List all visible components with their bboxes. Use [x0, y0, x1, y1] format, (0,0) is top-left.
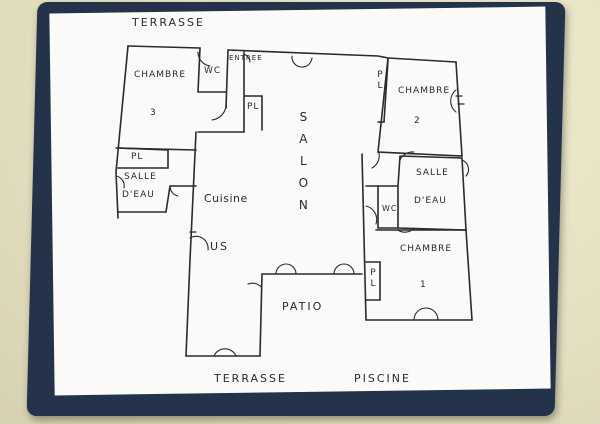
door-arc	[413, 307, 439, 321]
label-chambre2: CHAMBRE	[398, 86, 451, 96]
window-mark	[189, 95, 465, 233]
label-wc-left: WC	[204, 66, 222, 76]
door-arc	[275, 263, 297, 275]
wall-pl-chambre1	[365, 261, 381, 301]
door-arc	[211, 105, 227, 121]
label-cuisine: Cuisine	[204, 192, 248, 205]
door-arc	[247, 282, 263, 289]
door-arc	[169, 185, 179, 197]
wall-wc	[197, 47, 229, 109]
label-salon-text: SALON	[296, 110, 311, 220]
door-arc	[189, 235, 209, 251]
door-arc	[243, 53, 251, 63]
label-pl-entree: PL	[247, 102, 260, 112]
label-us: US	[210, 240, 230, 253]
door-arc	[399, 151, 415, 161]
label-pl-chambre1: PL	[368, 268, 378, 290]
wall-entree	[197, 51, 263, 133]
label-salle-left-2: D'EAU	[122, 190, 155, 200]
wall-salle-left	[117, 185, 197, 213]
door-arc	[197, 51, 211, 67]
door-arc	[397, 227, 415, 233]
door-arc	[291, 55, 313, 68]
label-salle-right-1: SALLE	[416, 168, 449, 178]
label-salon: SALON	[296, 110, 310, 220]
label-wc-right: WC	[382, 204, 398, 213]
label-piscine: PISCINE	[354, 372, 411, 385]
wall-pl-right	[377, 59, 389, 123]
wall-wc-right	[377, 185, 399, 229]
label-salle-right-2: D'EAU	[414, 196, 447, 206]
wall-top	[127, 45, 457, 63]
label-pl-left: PL	[131, 152, 144, 162]
wall-chambre1	[361, 153, 473, 321]
label-chambre2-num: 2	[414, 116, 421, 126]
wall-chambre2	[377, 57, 463, 157]
door-arc	[371, 149, 380, 169]
label-salle-left-1: SALLE	[124, 172, 157, 182]
door-arc	[333, 263, 355, 275]
label-entree: ENTREE	[229, 54, 263, 62]
door-arc	[450, 89, 457, 113]
label-terrasse-top: TERRASSE	[132, 16, 205, 29]
door-arc	[115, 175, 125, 189]
label-chambre3: CHAMBRE	[134, 70, 187, 80]
label-chambre1-num: 1	[420, 280, 427, 290]
door-arc	[461, 159, 470, 177]
label-pl-chambre2: PL	[375, 70, 385, 92]
label-patio: PATIO	[282, 300, 324, 313]
wall-pl-left	[117, 147, 169, 169]
label-chambre1: CHAMBRE	[400, 244, 453, 254]
label-terrasse-bottom: TERRASSE	[214, 372, 287, 385]
door-arc	[365, 205, 378, 225]
door-arc	[213, 348, 237, 357]
wall-cuisine	[185, 131, 363, 357]
label-chambre3-num: 3	[150, 108, 157, 118]
